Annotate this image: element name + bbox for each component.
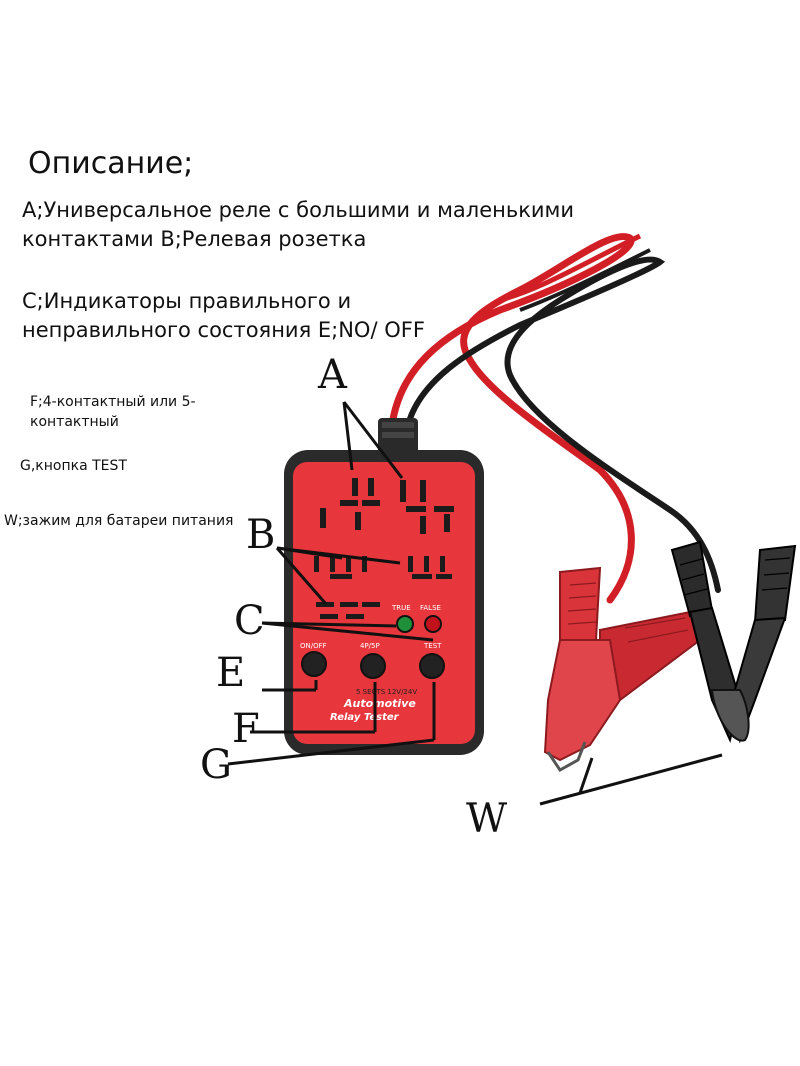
description-item-w: W;зажим для батареи питания (4, 513, 234, 529)
relay-socket-large (320, 478, 454, 534)
test-button-label: TEST (423, 642, 442, 650)
onoff-button-label: ON/OFF (300, 642, 327, 650)
brand-line-1: Automotive (343, 697, 416, 710)
led-true-indicator (396, 615, 414, 633)
relay-socket-small (314, 556, 452, 619)
relay-tester-device: TRUE FALSE ON/OFF 4P/5P TEST 5 SECTS 12V… (284, 418, 484, 755)
4p5p-button[interactable] (360, 653, 386, 679)
led-false-label: FALSE (420, 604, 441, 612)
led-false-indicator (424, 615, 442, 633)
callout-lines (227, 401, 723, 806)
callout-f: F (232, 706, 260, 752)
red-battery-clamp (543, 566, 702, 772)
callout-c: C (234, 598, 265, 644)
callout-e: E (216, 650, 246, 696)
description-item-c: C;Индикаторы правильного и неправильного… (22, 289, 425, 342)
test-button[interactable] (419, 653, 445, 679)
callout-b: B (246, 512, 276, 558)
brand-line-2: Relay Tester (330, 712, 400, 723)
spec-text: 5 SECTS 12V/24V (356, 688, 417, 696)
callout-w: W (466, 796, 508, 842)
description-item-a: A;Универсальное реле с большими и малень… (22, 198, 575, 251)
description-item-f: F;4-контактный или 5-контактный (30, 394, 196, 430)
cable-bundle (388, 233, 721, 604)
callout-a: A (318, 352, 347, 398)
callout-g: G (200, 742, 232, 788)
description-item-g: G,кнопка TEST (20, 458, 127, 474)
black-battery-clamp (670, 540, 797, 744)
led-true-label: TRUE (391, 604, 411, 612)
description-title: Описание; (28, 146, 194, 181)
4p5p-button-label: 4P/5P (360, 642, 380, 650)
onoff-button[interactable] (301, 651, 327, 677)
